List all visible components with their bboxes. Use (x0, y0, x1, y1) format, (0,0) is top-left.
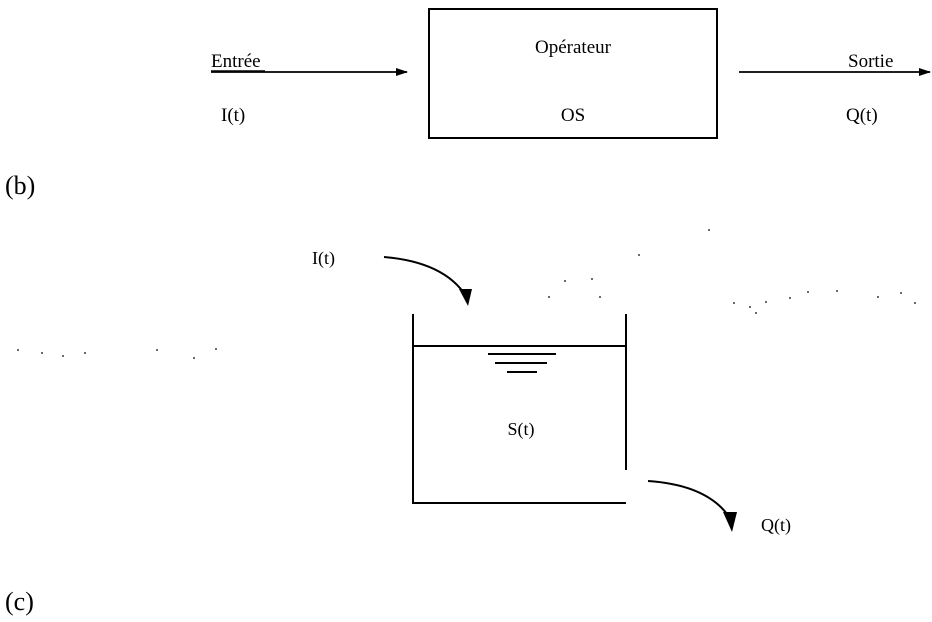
inflow-symbol: I(t) (312, 248, 335, 269)
panel-b-letter: (b) (5, 171, 35, 200)
inflow-arrowhead (459, 289, 472, 306)
inflow-arrow-curve (383, 256, 467, 297)
scan-speckle-dots (17, 229, 916, 359)
output-symbol: Q(t) (846, 105, 878, 126)
input-label: Entrée (211, 51, 261, 72)
water-level-icon (488, 353, 556, 373)
outflow-arrow-curve (647, 480, 731, 519)
operator-box (428, 8, 718, 139)
outflow-symbol: Q(t) (761, 515, 791, 536)
output-label: Sortie (848, 51, 893, 72)
operator-block-diagram: Entrée I(t) Opérateur OS Sortie Q(t) (211, 8, 931, 139)
panel-c-letter: (c) (5, 587, 34, 616)
operator-symbol: OS (561, 105, 585, 126)
reservoir-diagram: I(t) S(t) Q(t) (312, 248, 791, 536)
input-symbol: I(t) (221, 105, 245, 126)
operator-title: Opérateur (535, 37, 612, 58)
storage-symbol: S(t) (508, 419, 535, 440)
outflow-arrowhead (723, 512, 737, 532)
reservoir-left-and-bottom-wall (412, 314, 626, 504)
